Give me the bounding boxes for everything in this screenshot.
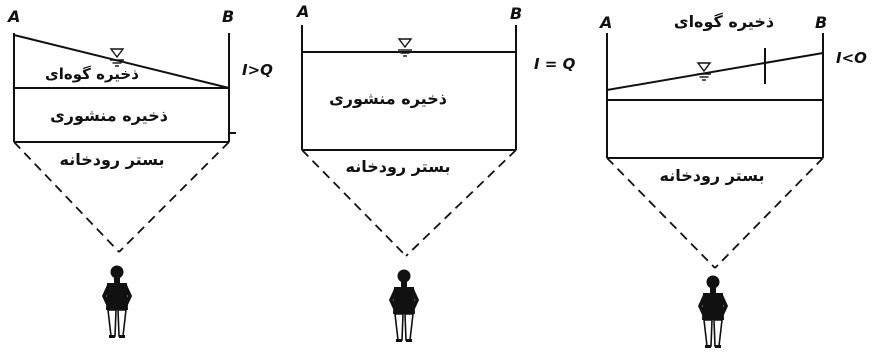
p1-sloped-water-surface <box>13 34 230 89</box>
p1-prism-storage-label: ذخیره منشوری <box>50 106 168 125</box>
p2-label-a: A <box>295 2 309 21</box>
p1-relation: I>Q <box>242 61 273 79</box>
panel-2: A B I = Q ذخیره منشوری بستر رودخانه <box>295 2 576 343</box>
p3-wedge-storage-label: ذخیره گوه‌ای <box>674 12 774 31</box>
p3-label-a: A <box>598 13 612 32</box>
water-surface-symbol-icon <box>109 48 125 67</box>
p2-riverbed-label: بستر رودخانه <box>346 157 451 176</box>
standing-person-icon <box>101 264 133 339</box>
p3-sight-line-left <box>606 157 716 269</box>
panel-3: A B I<O ذخیره گوه‌ای بستر رودخانه <box>598 12 867 349</box>
p1-wedge-storage-label: ذخیره گوه‌ای <box>45 65 139 83</box>
p3-sloped-water-surface <box>606 52 824 91</box>
panel-1: A B I>Q ذخیره گوه‌ای ذخیره منشوری بستر ر… <box>6 7 273 339</box>
p2-relation: I = Q <box>534 55 576 73</box>
standing-person-icon <box>697 274 729 349</box>
p3-label-b: B <box>815 13 827 32</box>
water-surface-symbol-icon <box>397 38 413 57</box>
p1-sight-line-left <box>13 141 120 253</box>
water-surface-symbol-icon <box>696 62 712 81</box>
p2-label-b: B <box>510 4 522 23</box>
p1-sight-line-right <box>118 141 230 253</box>
p3-riverbed-label: بستر رودخانه <box>660 166 765 185</box>
p1-label-b: B <box>222 7 234 26</box>
p2-prism-storage-label: ذخیره منشوری <box>329 89 447 108</box>
p2-sight-line-left <box>301 149 407 257</box>
p1-label-a: A <box>6 7 20 26</box>
p3-relation: I<O <box>836 49 867 67</box>
p2-sight-line-right <box>405 149 517 257</box>
p1-riverbed-label: بستر رودخانه <box>60 150 165 169</box>
p3-sight-line-right <box>714 157 824 269</box>
standing-person-icon <box>388 268 420 343</box>
